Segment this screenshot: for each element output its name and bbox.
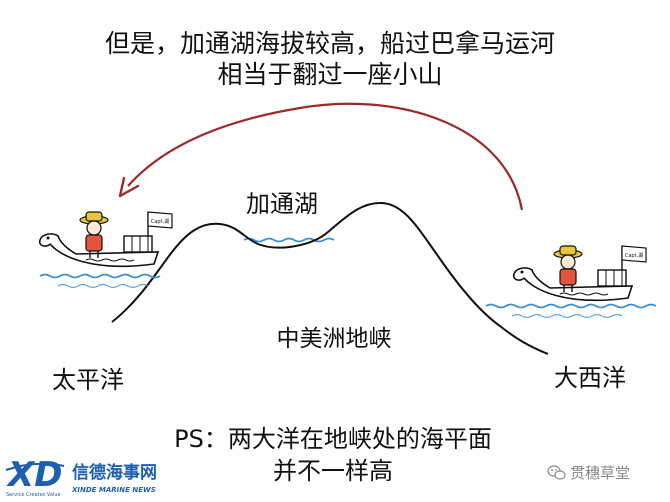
watermark-text: 贯穗草堂 <box>570 464 630 482</box>
isthmus-label: 中美洲地峡 <box>277 326 392 352</box>
logo-name-en: XINDE MARINE NEWS <box>71 486 156 494</box>
logo-slogan: Service Creates Value <box>6 492 61 498</box>
lake-label: 加通湖 <box>246 190 318 218</box>
pacific-water <box>39 273 161 289</box>
lake-water <box>243 237 335 243</box>
logo-name-cn: 信德海事网 <box>72 462 157 483</box>
note-line-2: 并不一样高 <box>273 457 393 485</box>
flag-label-left: Capt.湖 <box>151 218 169 225</box>
logo-mark: XD <box>6 455 62 495</box>
title-line-2: 相当于翻过一座小山 <box>217 60 442 89</box>
isthmus-outline <box>111 201 549 355</box>
captain-left <box>79 211 109 258</box>
route-arrow <box>127 102 524 211</box>
note-line-1: PS：两大洋在地峡处的海平面 <box>174 425 492 453</box>
route-arrowhead <box>118 176 140 198</box>
ship-right: Capt.湖 <box>512 245 647 302</box>
wechat-icon <box>547 465 566 480</box>
captain-right <box>553 245 583 292</box>
xinde-logo: XD Service Creates Value 信德海事网 XINDE MAR… <box>5 455 157 498</box>
flag-label-right: Capt.湖 <box>625 252 643 259</box>
atlantic-water <box>485 303 657 319</box>
ship-left: Capt.湖 <box>38 211 173 268</box>
pacific-label: 太平洋 <box>52 366 124 394</box>
atlantic-label: 大西洋 <box>554 364 626 392</box>
wechat-watermark: 贯穗草堂 <box>547 464 630 482</box>
title-line-1: 但是，加通湖海拔较高，船过巴拿马运河 <box>105 29 555 58</box>
